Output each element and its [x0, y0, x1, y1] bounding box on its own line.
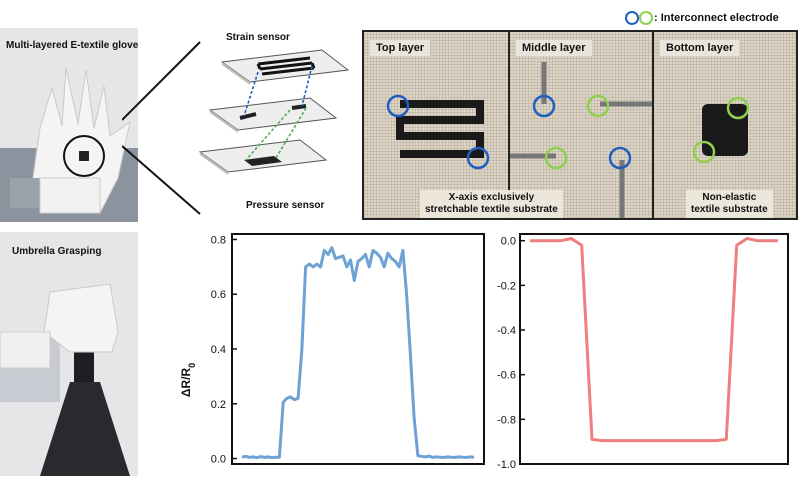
sensor-highlight-circle — [63, 135, 105, 177]
chart2-ytick-label: -1.0 — [497, 459, 516, 470]
xaxis-substrate-label: X-axis exclusively stretchable textile s… — [420, 190, 563, 218]
xaxis-substrate-line1: X-axis exclusively — [448, 192, 535, 203]
pressure-response-chart: 0.0 -0.2 -0.4 -0.6 -0.8 -1.0 — [497, 233, 789, 470]
chart2-ytick-label: -0.8 — [497, 414, 516, 426]
chart2-ytick-label: -0.4 — [497, 325, 516, 337]
chart2-ytick-label: 0.0 — [501, 236, 516, 248]
bottom-layer-label: Bottom layer — [660, 40, 740, 56]
glove-label: Multi-layered E-textile glove — [6, 40, 139, 51]
bottom-layer-photo: Bottom layer — [654, 32, 796, 218]
chart1-ytick-label: 0.4 — [211, 344, 226, 356]
fabric-photo-panel: Top layer Middle layer Bottom layer — [362, 30, 798, 220]
top-layer-pattern — [386, 94, 490, 170]
pressure-sensor-label: Pressure sensor — [246, 200, 325, 211]
chart1-ylabel: ΔR/R0 — [179, 363, 197, 397]
chart1-ytick-label: 0.0 — [211, 454, 226, 466]
umbrella-illustration — [0, 283, 130, 476]
chart2-yticks: 0.0 -0.2 -0.4 -0.6 -0.8 -1.0 — [497, 236, 525, 470]
chart1-ytick-label: 0.2 — [211, 399, 226, 411]
glove-photo — [0, 28, 138, 222]
blue-circle-icon — [625, 11, 639, 25]
green-circle-icon — [639, 11, 653, 25]
top-layer-label: Top layer — [370, 40, 431, 56]
strain-sensor-label: Strain sensor — [226, 32, 290, 43]
chart2-frame — [519, 233, 789, 465]
umbrella-label: Umbrella Grasping — [12, 246, 102, 257]
top-layer-photo: Top layer — [364, 32, 508, 218]
umbrella-photo — [0, 232, 138, 476]
glove-illustration — [0, 67, 138, 222]
chart1-series-line — [241, 246, 475, 460]
middle-layer-pattern — [510, 62, 652, 218]
middle-layer-photo: Middle layer — [510, 32, 652, 218]
chart1-yticks: 0.0 0.2 0.4 0.6 0.8 — [211, 234, 237, 466]
chart2-ytick-label: -0.2 — [497, 280, 516, 292]
bottom-layer-pattern — [692, 96, 750, 164]
chart1-ytick-label: 0.8 — [211, 234, 226, 246]
chart2-ytick-label: -0.6 — [497, 370, 516, 382]
nonelastic-line2: textile substrate — [691, 204, 768, 215]
exploded-sensor-diagram — [198, 49, 350, 175]
zoom-lines — [122, 41, 201, 215]
nonelastic-substrate-label: Non-elastic textile substrate — [686, 190, 773, 218]
chart2-series-line — [530, 237, 778, 443]
interconnect-legend-circles — [625, 11, 653, 25]
strain-response-chart: ΔR/R0 0.0 0.2 0.4 0.6 0.8 — [179, 233, 485, 466]
xaxis-substrate-line2: stretchable textile substrate — [425, 204, 558, 215]
middle-layer-label: Middle layer — [516, 40, 592, 56]
strain-serpentine — [256, 56, 316, 76]
interconnect-legend-label: : Interconnect electrode — [654, 12, 779, 24]
nonelastic-line1: Non-elastic — [702, 192, 757, 203]
chart1-ytick-label: 0.6 — [211, 289, 226, 301]
